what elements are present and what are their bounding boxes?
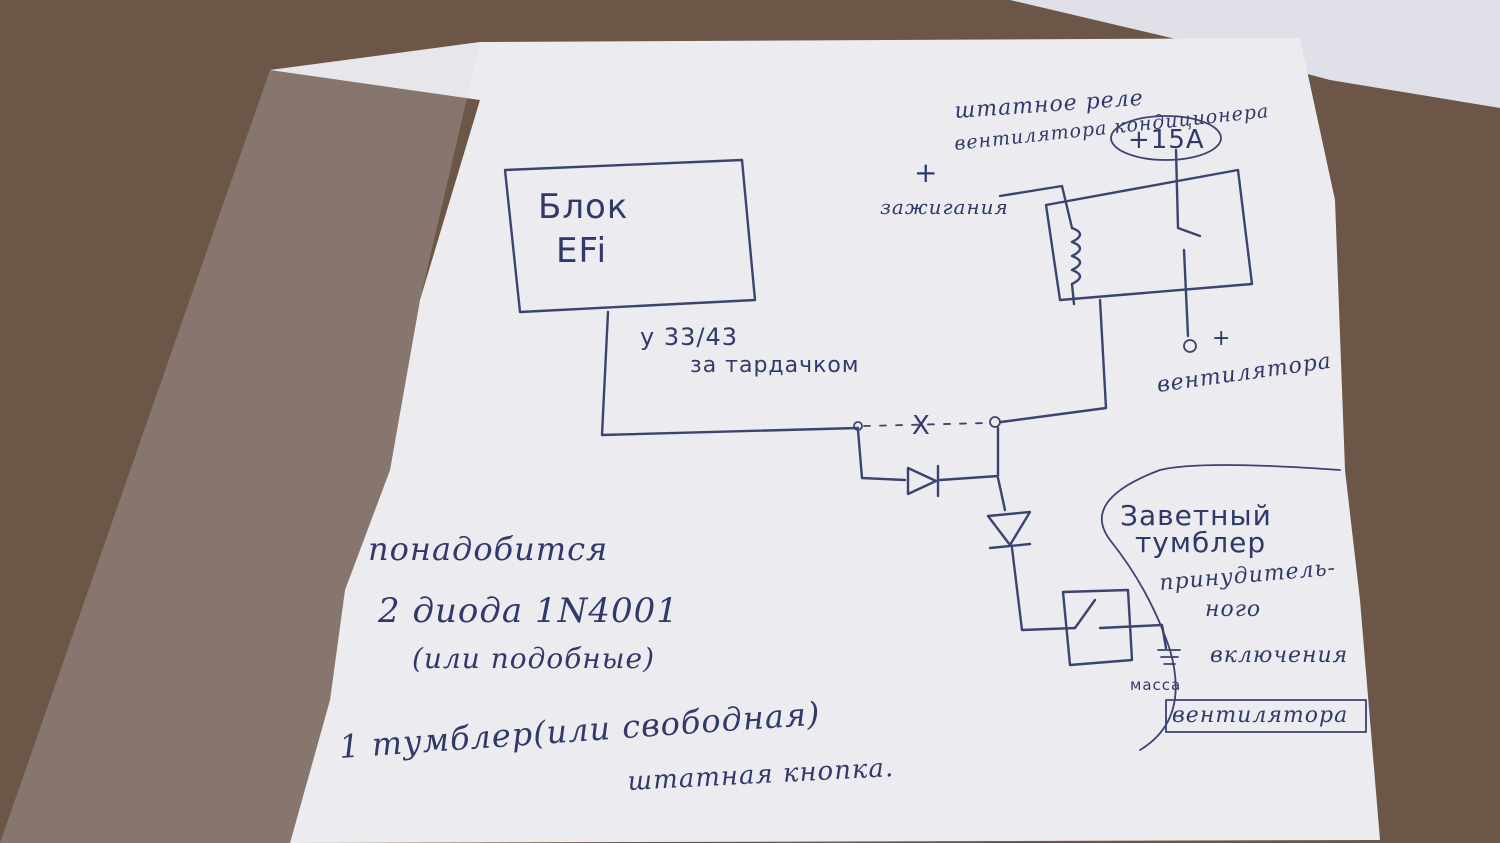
relay-contact-lower [1182, 248, 1190, 338]
relay-coil-return-wire [999, 298, 1108, 424]
efi-output-wire [600, 310, 860, 437]
ground-label: масса [1130, 676, 1181, 694]
switch-note-underline-box [1165, 699, 1367, 733]
broken-link-dashes [863, 422, 989, 427]
paper-sheet [270, 38, 1380, 843]
efi-block-label-2: EFi [556, 231, 607, 271]
diode-1 [906, 464, 940, 498]
fuse-circle [1110, 115, 1222, 161]
relay-coil [1070, 226, 1082, 306]
diode-to-switch-wire [1010, 546, 1077, 632]
efi-wire-label-1: у 33/43 [640, 323, 738, 351]
parts-list-item-1-note: (или подобные) [412, 642, 655, 675]
parts-list-item-1: 2 диода 1N4001 [377, 591, 679, 631]
fan-terminal [1183, 339, 1197, 353]
paper-fold-shadow [0, 42, 480, 843]
diode-bypass-wire-right [938, 426, 1000, 482]
switch-note-line-6: вентилятора [1172, 703, 1348, 728]
parts-list-heading: понадобится [368, 530, 608, 568]
efi-block-label-1: Блок [538, 187, 628, 227]
switch-feed-wire [996, 476, 1007, 512]
fuse-label: +15A [1128, 125, 1205, 155]
ignition-wire [998, 184, 1074, 230]
toggle-switch [1061, 588, 1168, 667]
ignition-label: зажигания [880, 195, 1009, 219]
relay-contact [1174, 148, 1202, 238]
efi-block: Блок EFi [503, 158, 757, 314]
switch-note-line-1: Заветный [1120, 499, 1272, 532]
switch-note-line-5: включения [1210, 643, 1348, 668]
ignition-plus: + [914, 156, 938, 189]
relay [1044, 148, 1254, 338]
fan-plus: + [1212, 326, 1231, 351]
note-separator-line [1100, 464, 1341, 751]
efi-wire-label-2: за тардачком [690, 353, 859, 378]
switch-note-line-4: ного [1205, 597, 1261, 622]
break-mark: X [912, 411, 931, 441]
diode-2 [986, 510, 1032, 550]
diode-bypass-wire [856, 428, 907, 482]
switch-note-line-2: тумблер [1135, 526, 1266, 559]
